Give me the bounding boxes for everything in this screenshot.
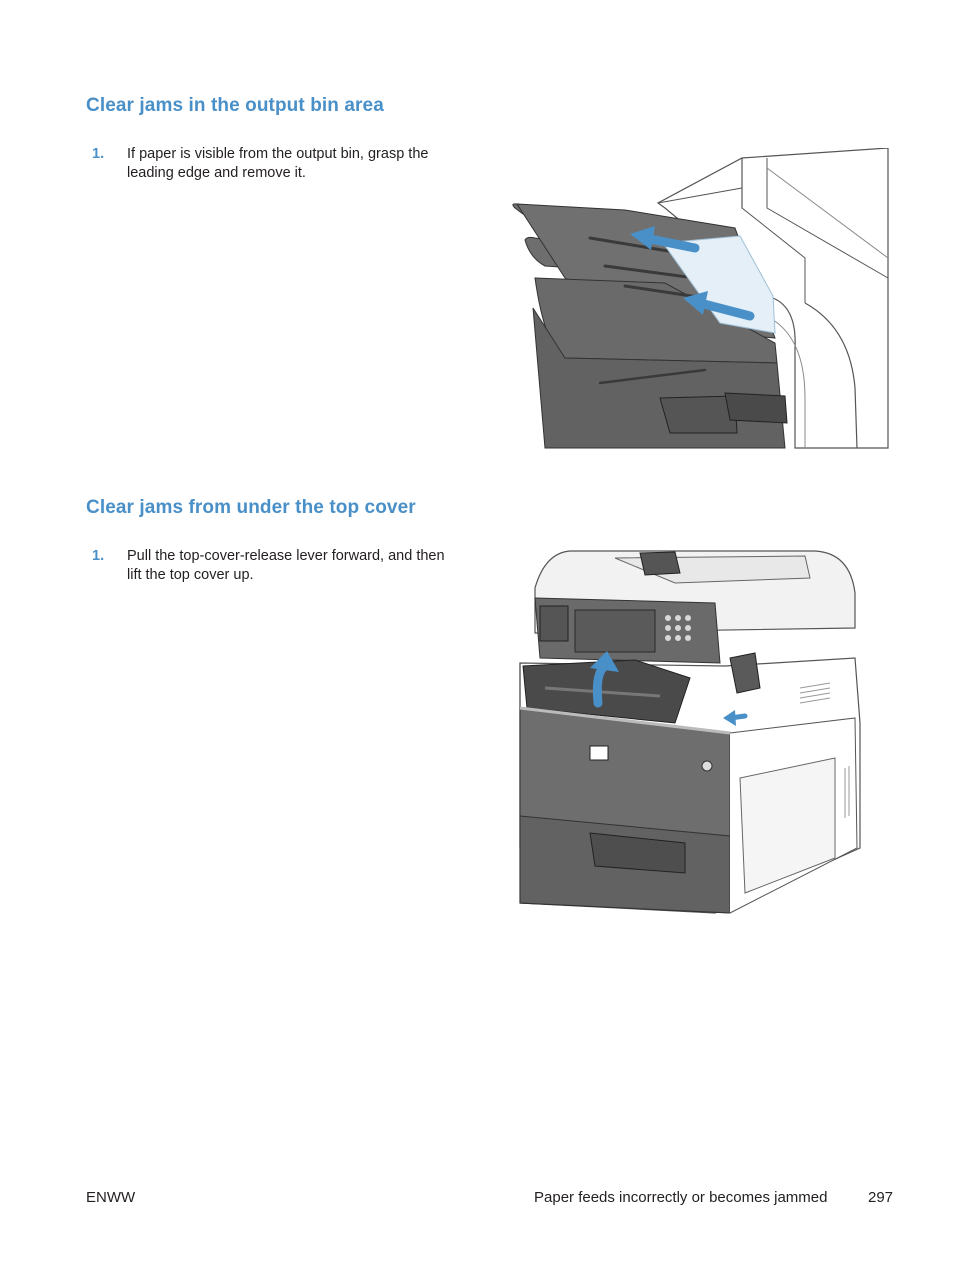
- footer-chapter-title: Paper feeds incorrectly or becomes jamme…: [534, 1189, 828, 1206]
- step-number: 1.: [92, 548, 105, 564]
- step-text: Pull the top-cover-release lever forward…: [127, 548, 445, 583]
- section-heading-output-bin: Clear jams in the output bin area: [86, 95, 384, 116]
- top-cover-illustration: [519, 550, 861, 914]
- footer-page-number: 297: [868, 1189, 894, 1206]
- step-text: If paper is visible from the output bin,…: [127, 146, 429, 181]
- step-number: 1.: [92, 146, 105, 162]
- footer-left: ENWW: [86, 1189, 136, 1206]
- section-heading-top-cover: Clear jams from under the top cover: [86, 497, 416, 518]
- output-bin-illustration: [505, 148, 889, 449]
